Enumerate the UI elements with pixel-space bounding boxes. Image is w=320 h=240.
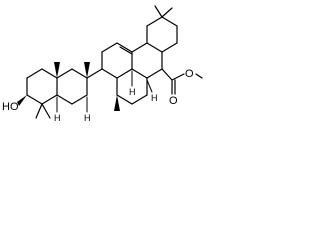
methyl-ester-group <box>161 68 203 95</box>
ether-oxygen-label: O <box>185 68 194 80</box>
methyl-wedge-c8 <box>84 62 90 78</box>
ring-c <box>86 42 133 79</box>
h-label-2: H <box>84 113 91 123</box>
methyl-wedge-c10 <box>54 62 60 78</box>
ring-e <box>131 16 178 79</box>
carbonyl-oxygen-label: O <box>169 95 178 107</box>
gem-dimethyl-top <box>154 5 173 18</box>
stereo-h-hashes <box>56 70 153 113</box>
double-bond <box>119 46 133 55</box>
molecule-structure-diagram: O O HO H H H H <box>2 5 203 123</box>
ring-a <box>26 68 58 105</box>
hydroxyl-wedge <box>17 95 27 106</box>
gem-dimethyl-ring-a <box>35 103 51 119</box>
h-label-4: H <box>151 93 158 103</box>
h-label-1: H <box>54 113 61 123</box>
ring-d <box>116 68 148 105</box>
hydroxyl-label: HO <box>2 101 19 113</box>
ring-b <box>56 68 88 105</box>
h-label-3: H <box>129 87 136 97</box>
methyl-wedge-c14 <box>114 95 120 111</box>
